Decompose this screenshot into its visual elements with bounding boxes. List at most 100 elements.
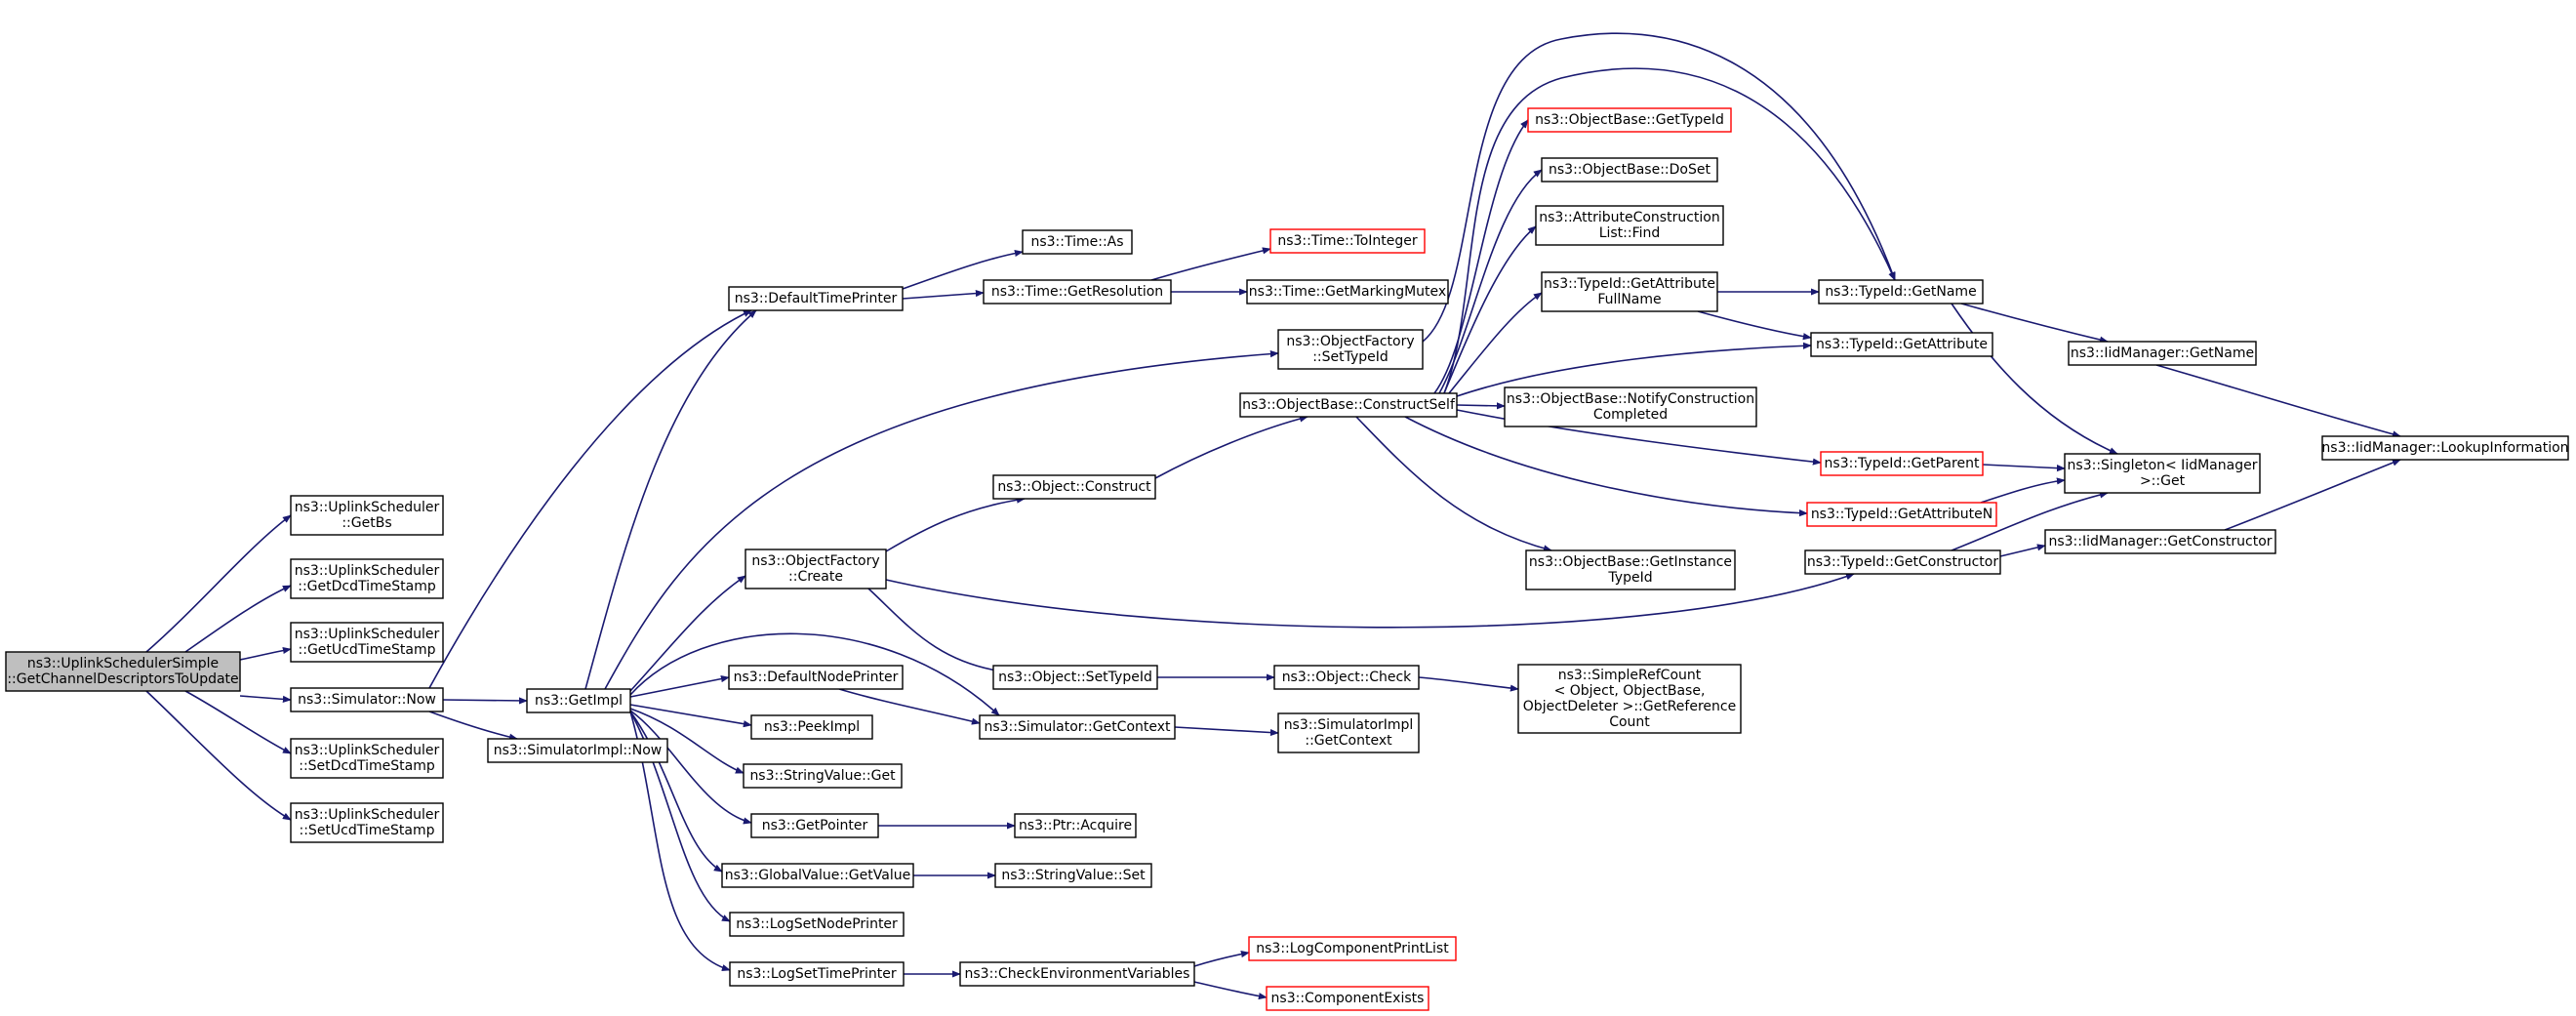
- node-label: ns3::Time::GetResolution: [991, 284, 1163, 300]
- node-logsetnode[interactable]: ns3::LogSetNodePrinter: [729, 912, 905, 937]
- node-getdcd[interactable]: ns3::UplinkScheduler::GetDcdTimeStamp: [290, 558, 444, 599]
- node-getimpl[interactable]: ns3::GetImpl: [526, 688, 631, 713]
- node-label: ns3::TypeId::GetAttribute: [1816, 337, 1988, 352]
- node-setucd[interactable]: ns3::UplinkScheduler::SetUcdTimeStamp: [290, 802, 444, 843]
- node-tidgetattrn[interactable]: ns3::TypeId::GetAttributeN: [1806, 502, 1997, 527]
- node-label: ns3::LogSetTimePrinter: [737, 966, 897, 982]
- edge-root-to-simnow: [239, 695, 292, 703]
- node-box: [1527, 107, 1732, 133]
- node-setdcd[interactable]: ns3::UplinkScheduler::SetDcdTimeStamp: [290, 738, 444, 779]
- node-getpointer[interactable]: ns3::GetPointer: [750, 813, 879, 838]
- edge-getimpl-to-ofsettypeid: [604, 350, 1279, 690]
- node-tidgetctor[interactable]: ns3::TypeId::GetConstructor: [1804, 549, 2001, 575]
- node-obdoset[interactable]: ns3::ObjectBase::DoSet: [1541, 157, 1718, 183]
- node-singletonget[interactable]: ns3::Singleton< IidManager>::Get: [2064, 453, 2261, 494]
- node-simimplgetcontext[interactable]: ns3::SimulatorImpl::GetContext: [1277, 712, 1420, 753]
- node-logcompprint[interactable]: ns3::LogComponentPrintList: [1248, 936, 1457, 961]
- edge-ofsettypeid-to-tidgetname: [1422, 32, 1896, 343]
- node-label: ns3::IidManager::GetConstructor: [2048, 534, 2272, 549]
- node-objsettypeid[interactable]: ns3::Object::SetTypeId: [992, 665, 1158, 690]
- node-iidlookup[interactable]: ns3::IidManager::LookupInformation: [2321, 435, 2569, 461]
- node-tidgetparent[interactable]: ns3::TypeId::GetParent: [1820, 451, 1984, 476]
- node-objconstruct[interactable]: ns3::Object::Construct: [992, 474, 1156, 500]
- node-label: ns3::UplinkScheduler: [295, 563, 440, 579]
- node-box: [721, 863, 914, 888]
- node-tidgetattr[interactable]: ns3::TypeId::GetAttribute: [1810, 332, 1993, 357]
- node-tidgetname[interactable]: ns3::TypeId::GetName: [1818, 279, 1984, 305]
- node-label: ns3::DefaultTimePrinter: [735, 291, 898, 306]
- node-obnotify[interactable]: ns3::ObjectBase::NotifyConstructionCompl…: [1504, 386, 1757, 427]
- node-box: [1277, 329, 1424, 370]
- edge-ofcreate-to-tidgetctor: [885, 573, 1855, 629]
- node-label: ns3::TypeId::GetAttributeN: [1811, 507, 1992, 522]
- node-ptracquire[interactable]: ns3::Ptr::Acquire: [1014, 813, 1137, 838]
- node-label: ns3::UplinkSchedulerSimple: [27, 656, 219, 671]
- node-gvgetvalue[interactable]: ns3::GlobalValue::GetValue: [721, 863, 914, 888]
- edge-simnow-to-deftimeprinter: [428, 309, 752, 689]
- node-strvalget[interactable]: ns3::StringValue::Get: [743, 763, 903, 789]
- node-simgetcontext[interactable]: ns3::Simulator::GetContext: [979, 714, 1176, 740]
- node-label: ns3::ObjectFactory: [751, 553, 879, 569]
- node-peekimpl[interactable]: ns3::PeekImpl: [750, 714, 873, 740]
- node-strvalset[interactable]: ns3::StringValue::Set: [994, 863, 1152, 888]
- node-deftimeprinter[interactable]: ns3::DefaultTimePrinter: [728, 286, 904, 311]
- node-refcount[interactable]: ns3::SimpleRefCount< Object, ObjectBase,…: [1517, 664, 1742, 734]
- node-simimplnow[interactable]: ns3::SimulatorImpl::Now: [487, 738, 668, 763]
- node-box: [983, 279, 1172, 305]
- node-iidgetctor[interactable]: ns3::IidManager::GetConstructor: [2044, 529, 2276, 554]
- node-box: [1504, 386, 1757, 427]
- node-box: [1810, 332, 1993, 357]
- node-box: [1239, 392, 1458, 418]
- node-box: [1269, 228, 1426, 254]
- node-label: ns3::ObjectBase::DoSet: [1549, 162, 1711, 178]
- call-edges: [145, 32, 2401, 1000]
- node-simnow[interactable]: ns3::Simulator::Now: [290, 687, 444, 712]
- node-ofcreate[interactable]: ns3::ObjectFactory::Create: [745, 549, 887, 589]
- node-label: ns3::ObjectBase::GetInstance: [1529, 554, 1732, 570]
- node-iidgetname[interactable]: ns3::IidManager::GetName: [2068, 341, 2257, 366]
- node-label: TypeId: [1607, 570, 1652, 586]
- node-compexists[interactable]: ns3::ComponentExists: [1266, 986, 1429, 1011]
- node-box: [487, 738, 668, 763]
- node-label: ns3::StringValue::Get: [749, 768, 896, 784]
- edge-tidgetname-to-singletonget: [1951, 303, 2118, 455]
- node-checkenv[interactable]: ns3::CheckEnvironmentVariables: [959, 961, 1195, 987]
- node-label: Count: [1609, 714, 1650, 730]
- node-label: ns3::AttributeConstruction: [1539, 210, 1719, 225]
- node-logsettime[interactable]: ns3::LogSetTimePrinter: [729, 961, 905, 987]
- node-getbs[interactable]: ns3::UplinkScheduler::GetBs: [290, 495, 444, 536]
- node-label: ns3::SimpleRefCount: [1558, 668, 1702, 683]
- edge-getimpl-to-getpointer: [629, 710, 752, 825]
- node-label: ns3::Simulator::Now: [298, 692, 436, 708]
- edge-checkenv-to-compexists: [1193, 981, 1268, 1000]
- node-obgettypeid[interactable]: ns3::ObjectBase::GetTypeId: [1527, 107, 1732, 133]
- node-objcheck[interactable]: ns3::Object::Check: [1273, 665, 1420, 690]
- node-label: ns3::GetImpl: [535, 693, 623, 709]
- node-label: ns3::TypeId::GetConstructor: [1807, 554, 1998, 570]
- node-label: ::GetContext: [1305, 733, 1392, 749]
- edge-simnow-to-getimpl: [442, 697, 528, 705]
- node-defnodeprinter[interactable]: ns3::DefaultNodePrinter: [728, 665, 904, 690]
- node-box: [992, 474, 1156, 500]
- node-box: [728, 286, 904, 311]
- node-timemutex[interactable]: ns3::Time::GetMarkingMutex: [1246, 279, 1449, 305]
- node-label: ns3::TypeId::GetParent: [1825, 456, 1980, 471]
- node-label: FullName: [1597, 292, 1661, 307]
- node-ofsettypeid[interactable]: ns3::ObjectFactory::SetTypeId: [1277, 329, 1424, 370]
- node-label: ns3::IidManager::GetName: [2071, 345, 2254, 361]
- node-timegetres[interactable]: ns3::Time::GetResolution: [983, 279, 1172, 305]
- node-box: [1541, 157, 1718, 183]
- edge-obconstructself-to-tidgetname: [1443, 67, 1896, 394]
- node-obconstructself[interactable]: ns3::ObjectBase::ConstructSelf: [1239, 392, 1458, 418]
- edge-deftimeprinter-to-timeas: [902, 249, 1024, 290]
- node-getucd[interactable]: ns3::UplinkScheduler::GetUcdTimeStamp: [290, 622, 444, 663]
- edge-iidgetctor-to-iidlookup: [2224, 459, 2401, 531]
- node-timeas[interactable]: ns3::Time::As: [1022, 229, 1133, 255]
- node-timetoint[interactable]: ns3::Time::ToInteger: [1269, 228, 1426, 254]
- node-box: [526, 688, 631, 713]
- node-root[interactable]: ns3::UplinkSchedulerSimple::GetChannelDe…: [5, 651, 241, 692]
- node-label: ns3::Object::SetTypeId: [998, 670, 1152, 685]
